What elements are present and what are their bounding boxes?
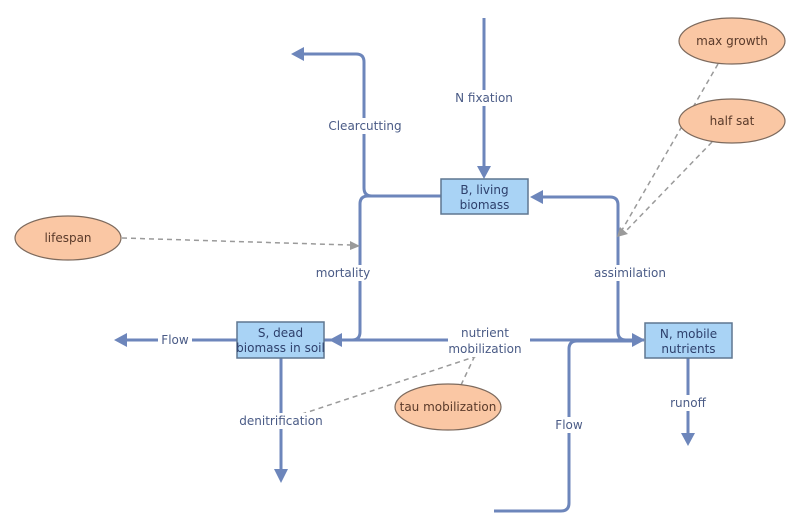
stock-n-title: N, mobile bbox=[660, 327, 717, 341]
variable-max-growth-label: max growth bbox=[696, 34, 768, 48]
variable-tau-mobilization[interactable]: tau mobilization bbox=[394, 383, 502, 431]
flow-label-flow-bottom: Flow bbox=[555, 418, 583, 432]
variable-max-growth[interactable]: max growth bbox=[678, 17, 786, 65]
flow-label-denitrification: denitrification bbox=[239, 414, 322, 428]
flow-label-runoff: runoff bbox=[670, 396, 706, 410]
stock-s-subtitle: biomass in soil bbox=[236, 341, 325, 355]
flow-label-assimilation: assimilation bbox=[594, 266, 666, 280]
variable-lifespan-label: lifespan bbox=[44, 231, 91, 245]
flow-label-mortality: mortality bbox=[316, 266, 371, 280]
stock-s-title: S, dead bbox=[258, 326, 303, 340]
stock-b-subtitle: biomass bbox=[460, 198, 510, 212]
variable-lifespan[interactable]: lifespan bbox=[14, 215, 122, 261]
flow-label-clearcutting: Clearcutting bbox=[328, 119, 401, 133]
stock-b-title: B, living bbox=[460, 183, 508, 197]
link-lifespan-to-mortality bbox=[121, 237, 360, 250]
variable-half-sat[interactable]: half sat bbox=[678, 98, 786, 144]
stock-b-living-biomass[interactable]: B, living biomass bbox=[440, 178, 529, 215]
link-max-growth-to-assimilation bbox=[621, 63, 719, 231]
stock-n-subtitle: nutrients bbox=[661, 342, 715, 356]
flow-label-mobilization: mobilization bbox=[448, 342, 521, 356]
flow-label-nutrient: nutrient bbox=[461, 326, 509, 340]
flow-label-n-fixation: N fixation bbox=[455, 91, 513, 105]
stock-s-dead-biomass[interactable]: S, dead biomass in soil bbox=[236, 321, 325, 359]
flow-label-flow-left: Flow bbox=[161, 333, 189, 347]
link-half-sat-to-assimilation bbox=[617, 141, 713, 237]
variable-tau-mobilization-label: tau mobilization bbox=[400, 400, 497, 414]
variable-half-sat-label: half sat bbox=[710, 114, 755, 128]
stock-n-mobile-nutrients[interactable]: N, mobile nutrients bbox=[644, 322, 733, 359]
